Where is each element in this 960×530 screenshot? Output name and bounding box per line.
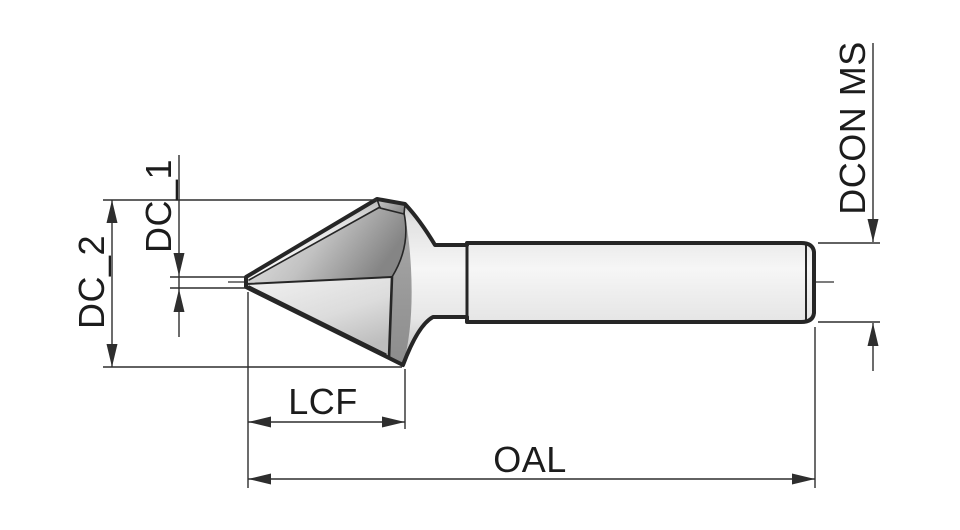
dc2-label: DC_2: [71, 235, 112, 329]
dimension-lcf: LCF: [247, 292, 406, 488]
upper-land-edge: [248, 206, 381, 281]
oal-arrow-right: [792, 473, 815, 485]
cone-back-face: [389, 213, 412, 365]
back-face-boundary-edge: [391, 212, 407, 278]
cone-upper-face: [246, 207, 406, 283]
dimensions: DC_2 DC_1 LCF OAL: [71, 41, 880, 488]
dcon-arrow-up: [867, 323, 879, 346]
lower-land-edge: [248, 285, 387, 355]
tool-silhouette: [244, 197, 816, 367]
tool-internal-edges: [245, 206, 807, 360]
dc1-label: DC_1: [138, 159, 179, 253]
tool-body: [244, 197, 816, 367]
flute-vertical-edge: [387, 275, 394, 360]
dimension-dc2: DC_2: [71, 199, 402, 368]
dimension-dcon-ms: DCON MS: [818, 41, 880, 371]
dc1-arrow-down: [173, 253, 185, 276]
dimension-dc1: DC_1: [138, 155, 246, 337]
dc2-arrow-up: [106, 200, 118, 223]
oal-label: OAL: [493, 439, 567, 480]
lcf-arrow-left: [248, 416, 271, 428]
cutting-edge: [245, 276, 393, 285]
dcon-arrow-down: [867, 219, 879, 242]
dc2-arrow-down: [106, 344, 118, 367]
cone-lower-face: [246, 277, 392, 358]
lcf-label: LCF: [288, 381, 358, 422]
dcon-ms-label: DCON MS: [832, 41, 873, 215]
lcf-arrow-right: [382, 416, 405, 428]
dc1-arrow-up: [173, 289, 185, 312]
oal-arrow-left: [248, 473, 271, 485]
dimension-oal: OAL: [248, 327, 816, 488]
